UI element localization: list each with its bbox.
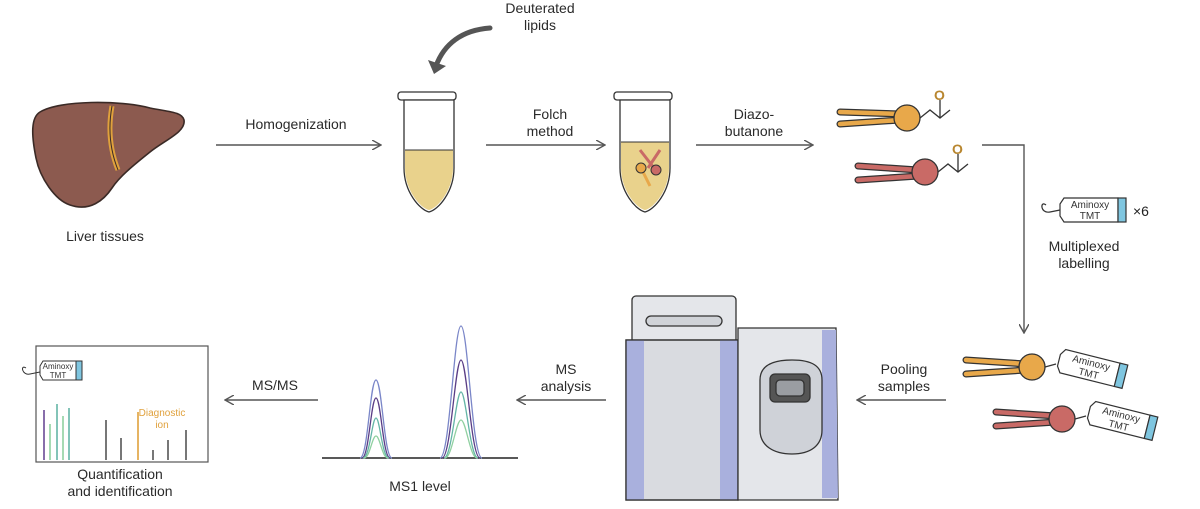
ketone-o-label: O	[934, 87, 945, 103]
diazo-label: Diazo- butanone	[712, 106, 796, 140]
diazo-line1: Diazo-	[733, 106, 775, 122]
folch-label: Folch method	[510, 106, 590, 140]
pooling-line2: samples	[877, 378, 931, 394]
deuterated-arrow	[428, 25, 493, 74]
tag-multiplier: ×6	[1133, 203, 1149, 219]
aminoxy-tmt-tag-icon: Aminoxy TMT	[1041, 197, 1127, 223]
deuterated-line1: Deuterated	[505, 0, 575, 16]
tag-line2: TMT	[1077, 366, 1100, 382]
homogenization-label: Homogenization	[245, 116, 347, 132]
folch-line2: method	[526, 123, 574, 139]
flow-arrows	[216, 145, 1024, 400]
deuterated-line2: lipids	[524, 17, 556, 33]
deuterated-label: Deuterated lipids	[500, 0, 580, 34]
quantification-label: Quantification and identification	[50, 466, 190, 500]
ms1-chromatogram-icon	[322, 325, 518, 459]
multiplexed-line2: labelling	[1058, 255, 1110, 271]
folch-line1: Folch	[532, 106, 568, 122]
ketone-o-label: O	[952, 141, 963, 157]
diagnostic-label-line1: Diagnostic	[139, 408, 186, 419]
quant-line1: Quantification	[77, 466, 163, 482]
spectrum-tag-icon: Aminoxy TMT	[22, 360, 83, 381]
lipid-red-derivatized-icon: O	[854, 141, 969, 186]
ms-analysis-line1: MS	[555, 361, 577, 377]
liver-icon	[31, 101, 185, 208]
msms-spectrum-icon: Aminoxy TMT Diagnostic ion	[22, 345, 209, 463]
tag-line2: TMT	[1107, 418, 1130, 434]
ms-analysis-label: MS analysis	[526, 361, 606, 395]
tag-line1: Aminoxy	[43, 362, 74, 371]
labelled-lipid-yellow-icon: Aminoxy TMT	[962, 348, 1129, 390]
tube-homogenate-icon	[397, 91, 457, 213]
labelled-lipid-red-icon: Aminoxy TMT	[992, 400, 1159, 442]
multiplexed-line1: Multiplexed	[1048, 238, 1120, 254]
multiplexed-label: Multiplexed labelling	[1034, 238, 1134, 272]
pooling-label: Pooling samples	[864, 361, 944, 395]
mass-spectrometer-icon	[625, 295, 839, 501]
liver-tissues-label: Liver tissues	[66, 228, 144, 244]
tube-folch-icon	[613, 91, 673, 213]
pooling-line1: Pooling	[880, 361, 928, 377]
quant-line2: and identification	[67, 483, 173, 499]
tag-line2: TMT	[50, 371, 67, 380]
tag-line1: Aminoxy	[1071, 200, 1109, 211]
ms1-level-label: MS1 level	[389, 478, 451, 494]
msms-label: MS/MS	[252, 377, 298, 393]
diagnostic-label-line2: ion	[155, 420, 168, 431]
tag-line2: TMT	[1080, 211, 1101, 222]
diazo-line2: butanone	[724, 123, 784, 139]
arrow-multiplexed	[982, 144, 1024, 332]
lipid-yellow-derivatized-icon: O	[836, 87, 951, 132]
ms-analysis-line2: analysis	[540, 378, 592, 394]
